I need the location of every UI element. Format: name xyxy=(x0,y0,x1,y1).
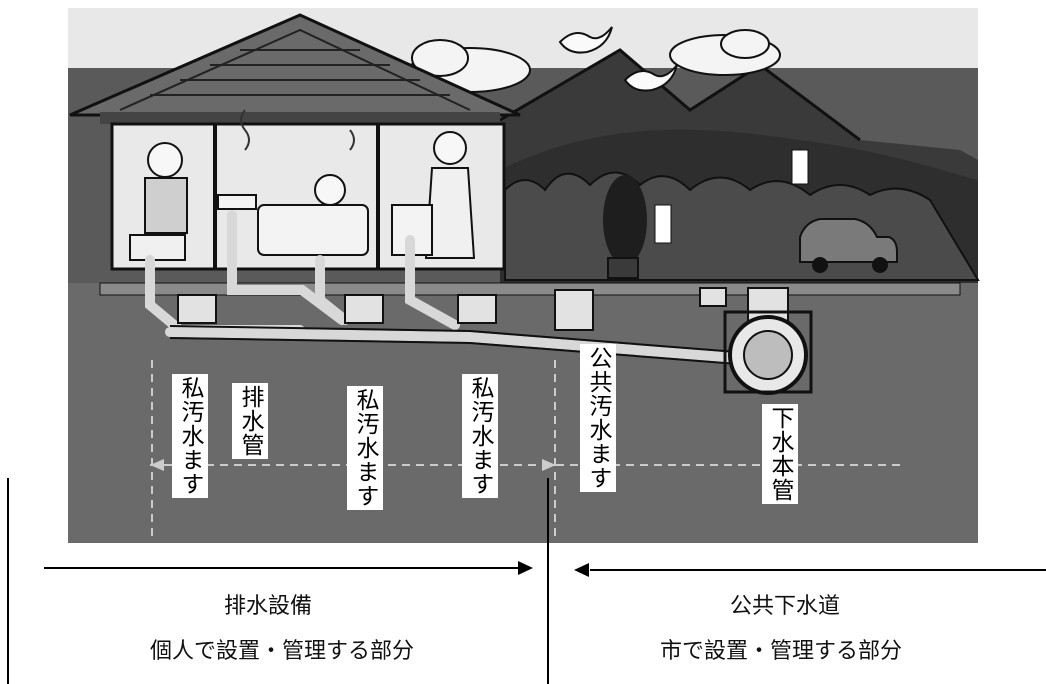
bird-icon xyxy=(558,26,613,54)
private-basin-label-3: 私汚水ます xyxy=(462,374,498,498)
boundary-markers xyxy=(7,478,1046,684)
bathtub-icon xyxy=(217,109,369,256)
private-section-description: 個人で設置・管理する部分 xyxy=(150,639,415,664)
person-icon xyxy=(129,142,188,261)
private-section-title: 排水設備 xyxy=(224,594,313,619)
house xyxy=(110,109,506,271)
private-basin-label-1: 私汚水ます xyxy=(172,374,208,498)
main-sewer xyxy=(699,287,813,395)
person-icon xyxy=(391,131,476,259)
bird-icon xyxy=(623,64,678,92)
dashed-span-line xyxy=(150,360,905,540)
illustration xyxy=(68,8,980,543)
drain-pipe xyxy=(145,210,755,364)
car-icon xyxy=(799,218,898,273)
public-section-description: 市で設置・管理する部分 xyxy=(660,639,903,664)
house-roof xyxy=(69,13,521,124)
main-sewer-label: 下水本管 xyxy=(762,404,798,504)
public-arrow-head xyxy=(574,563,589,577)
drain-pipe-label: 排水管 xyxy=(232,383,268,459)
public-basin-label: 公共汚水ます xyxy=(580,344,616,492)
private-arrow-head xyxy=(518,561,533,575)
public-section-title: 公共下水道 xyxy=(730,594,841,619)
private-basin-label-2: 私汚水ます xyxy=(347,386,383,510)
cloud-icon xyxy=(669,29,781,76)
